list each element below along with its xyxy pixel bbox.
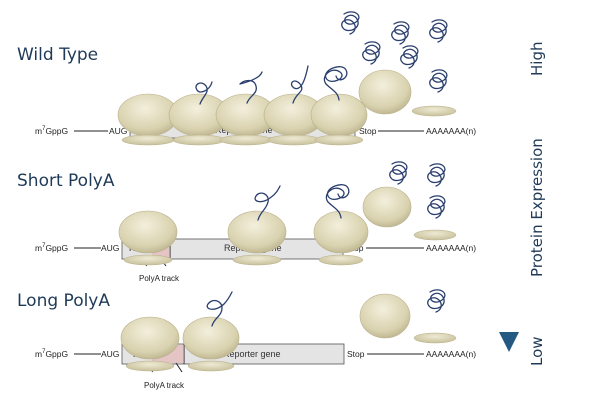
- cap-label: m7GppG: [35, 243, 68, 253]
- panel-long-polya: Long PolyA m7GppG AUG HA Reporter gene S…: [17, 289, 476, 390]
- start-codon-label: AUG: [101, 349, 119, 359]
- nascent-peptide: [239, 71, 263, 104]
- ribosome: [313, 210, 369, 266]
- panel-wild-type: Wild Type m7GppG AUG HA Reporter gene St…: [17, 11, 476, 146]
- folded-protein: [427, 163, 446, 187]
- panel-title: Long PolyA: [17, 291, 110, 311]
- polya-pointer: [175, 362, 183, 373]
- folded-protein: [362, 41, 381, 65]
- free-ribosome-subunit: [411, 105, 457, 117]
- panel-title: Short PolyA: [17, 171, 115, 191]
- folded-protein: [391, 21, 410, 45]
- nascent-peptide: [254, 185, 281, 221]
- ribosome: [310, 93, 368, 146]
- ribosome: [227, 210, 287, 266]
- axis-high-label: High: [528, 42, 546, 76]
- nascent-peptide: [195, 81, 213, 105]
- panel-title: Wild Type: [17, 45, 98, 65]
- folded-protein: [429, 69, 448, 93]
- ribosome: [118, 210, 178, 266]
- free-ribosome-subunit: [413, 332, 457, 344]
- reporter-gene-label: Reporter gene: [223, 349, 281, 359]
- folded-protein: [400, 45, 419, 69]
- free-ribosome: [359, 293, 411, 339]
- polya-track-label: PolyA track: [139, 274, 180, 283]
- start-codon-label: AUG: [101, 243, 119, 253]
- polya-track-label: PolyA track: [144, 381, 185, 390]
- nascent-peptide: [206, 291, 233, 327]
- cap-label: m7GppG: [35, 349, 68, 359]
- polya-tail-label: AAAAAAA(n): [426, 243, 476, 253]
- free-ribosome: [358, 69, 412, 115]
- folded-protein: [427, 195, 446, 219]
- axis-title: Protein Expression: [528, 138, 546, 277]
- panel-short-polya: Short PolyA m7GppG AUG HA Reporter gene …: [17, 161, 476, 283]
- stop-codon-label: Stop: [347, 349, 365, 359]
- ribosome: [117, 93, 179, 146]
- ribosome: [215, 93, 277, 146]
- expression-arrow-head: [499, 332, 519, 352]
- ribosome: [182, 316, 240, 372]
- nascent-peptide: [323, 66, 348, 101]
- folded-protein: [389, 161, 408, 185]
- polya-tail-label: AAAAAAA(n): [426, 349, 476, 359]
- folded-protein: [427, 289, 446, 313]
- ribosome: [120, 316, 180, 372]
- free-ribosome-subunit: [413, 229, 457, 241]
- cap-label: m7GppG: [35, 126, 68, 136]
- start-codon-label: AUG: [109, 126, 127, 136]
- axis-low-label: Low: [528, 336, 546, 366]
- stop-codon-label: Stop: [359, 126, 377, 136]
- polya-tail-label: AAAAAAA(n): [426, 126, 476, 136]
- nascent-peptide: [290, 65, 309, 104]
- folded-protein: [341, 11, 360, 35]
- free-ribosome: [362, 186, 412, 228]
- nascent-peptide: [325, 184, 350, 219]
- protein-expression-axis: High Protein Expression Low: [499, 40, 546, 366]
- folded-protein: [429, 19, 448, 43]
